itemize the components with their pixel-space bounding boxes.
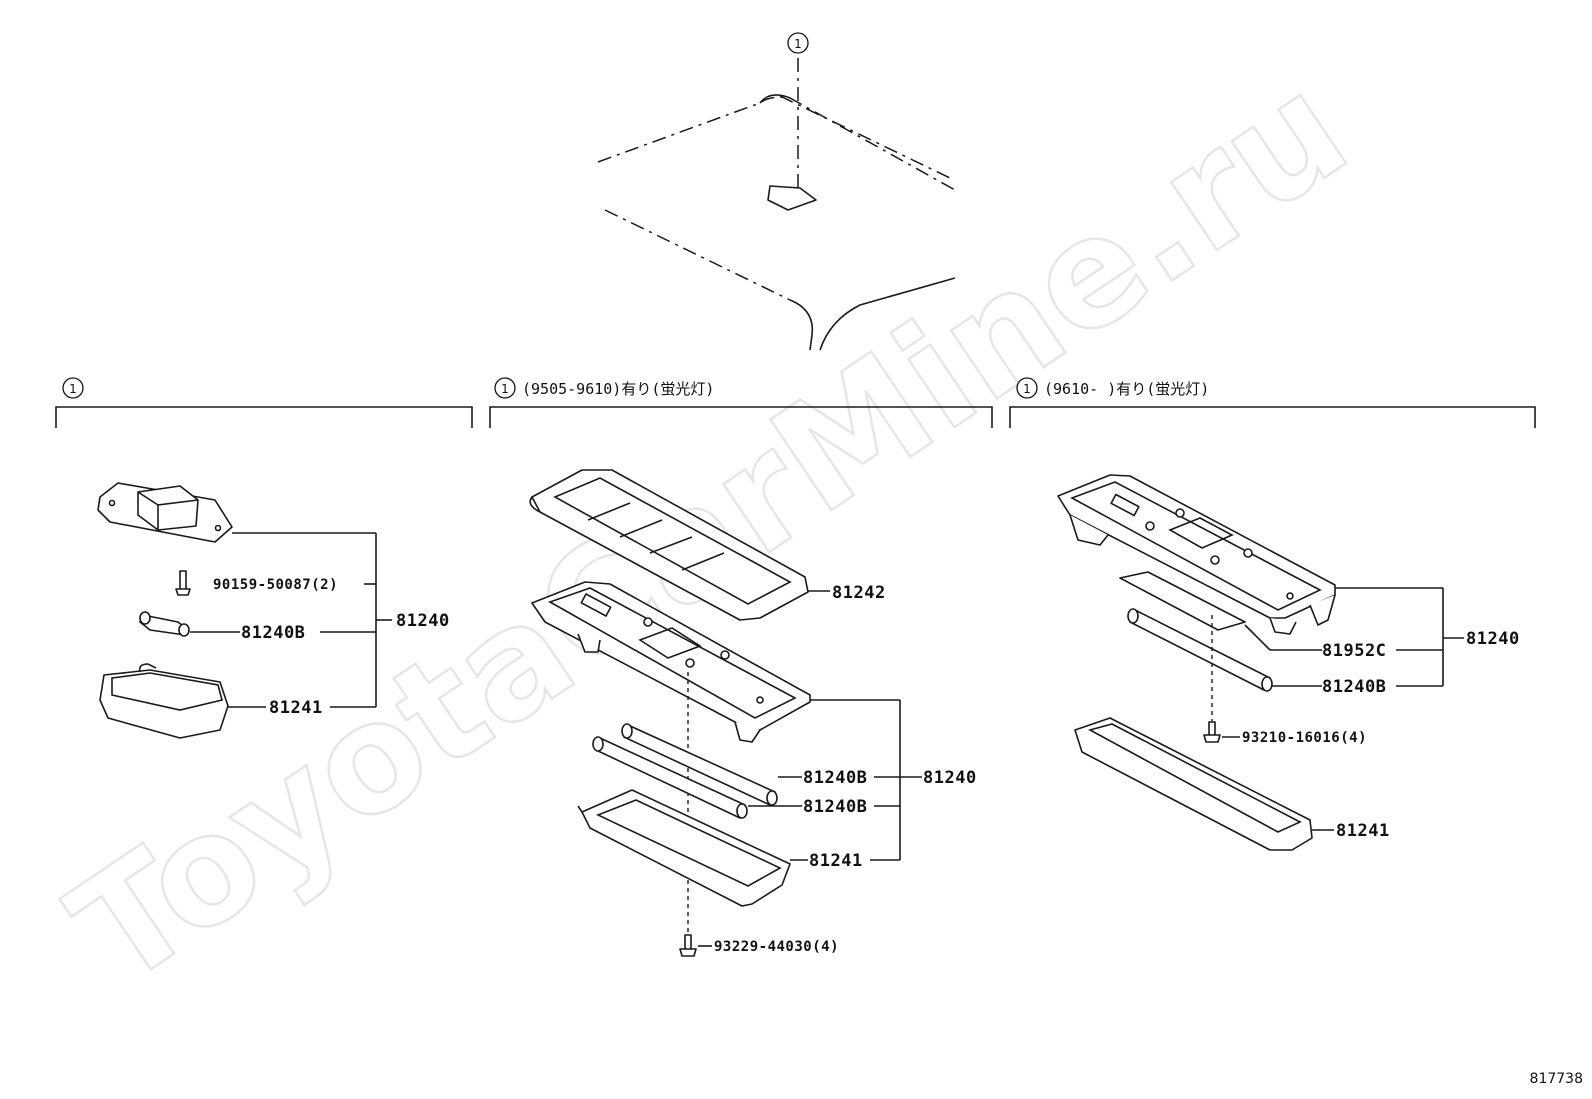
label-81240B-left: 81240B bbox=[241, 623, 305, 643]
right-screw bbox=[1203, 721, 1221, 743]
left-cover bbox=[99, 663, 229, 739]
right-housing bbox=[1057, 474, 1336, 635]
right-plate bbox=[1119, 571, 1246, 631]
label-81240-middle: 81240 bbox=[923, 768, 977, 788]
roof-headliner: 1 bbox=[597, 32, 956, 351]
label-81240B-middle-upper: 81240B bbox=[803, 768, 867, 788]
label-81952C: 81952C bbox=[1322, 641, 1386, 661]
svg-text:1: 1 bbox=[69, 382, 77, 396]
label-81240-left: 81240 bbox=[396, 611, 450, 631]
label-81240-right: 81240 bbox=[1466, 629, 1520, 649]
left-lamp-housing bbox=[97, 482, 233, 543]
middle-housing bbox=[531, 581, 811, 743]
right-cover bbox=[1074, 717, 1313, 851]
label-93229-44030: 93229-44030(4) bbox=[714, 939, 839, 955]
label-81241-left: 81241 bbox=[269, 698, 323, 718]
label-81240B-middle-lower: 81240B bbox=[803, 797, 867, 817]
left-bulb bbox=[139, 611, 190, 637]
label-81241-middle: 81241 bbox=[809, 851, 863, 871]
right-leaders bbox=[1222, 587, 1464, 831]
label-81241-right: 81241 bbox=[1336, 821, 1390, 841]
svg-text:1: 1 bbox=[1023, 382, 1031, 396]
svg-text:(9610- )有り(蛍光灯): (9610- )有り(蛍光灯) bbox=[1044, 380, 1209, 398]
top-callout-marker: 1 bbox=[787, 32, 809, 54]
label-90159-50087: 90159-50087(2) bbox=[213, 577, 338, 593]
middle-bulb-upper bbox=[621, 723, 778, 806]
svg-text:(9505-9610)有り(蛍光灯): (9505-9610)有り(蛍光灯) bbox=[522, 380, 714, 398]
section-left-header: 1 bbox=[55, 377, 473, 428]
section-middle-header: 1 (9505-9610)有り(蛍光灯) bbox=[489, 377, 993, 428]
middle-screw bbox=[679, 934, 697, 957]
label-81242: 81242 bbox=[832, 583, 886, 603]
figure-number: 817738 bbox=[1530, 1071, 1583, 1087]
middle-cover bbox=[577, 789, 791, 907]
section-right-header: 1 (9610- )有り(蛍光灯) bbox=[1009, 377, 1536, 428]
middle-lens bbox=[529, 469, 809, 621]
label-81240B-right: 81240B bbox=[1322, 677, 1386, 697]
roof-lamp-outline bbox=[767, 185, 817, 211]
left-leaders bbox=[190, 532, 392, 708]
middle-leaders bbox=[698, 590, 922, 947]
middle-bulb-lower bbox=[592, 736, 748, 819]
svg-text:1: 1 bbox=[501, 382, 509, 396]
right-bulb bbox=[1127, 608, 1273, 692]
label-93210-16016: 93210-16016(4) bbox=[1242, 730, 1367, 746]
svg-text:1: 1 bbox=[794, 37, 802, 51]
left-screw bbox=[175, 570, 191, 596]
